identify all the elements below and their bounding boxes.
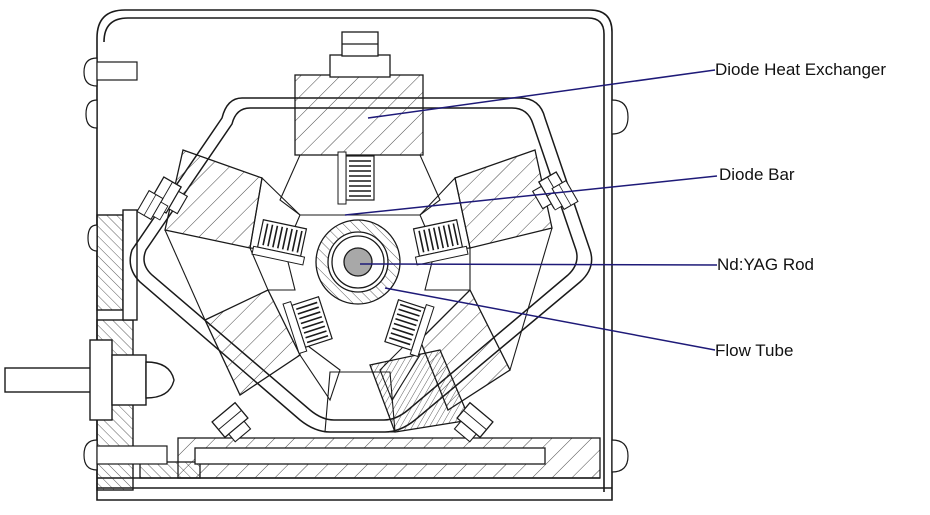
- bottom-plate: [139, 437, 601, 479]
- heat-exchanger-blocks: [164, 31, 553, 433]
- leader-line-flow-tube: [384, 287, 716, 351]
- label-diode-bar: Diode Bar: [719, 165, 795, 184]
- label-nd-yag-rod: Nd:YAG Rod: [717, 255, 815, 274]
- housing-screws-left: [83, 57, 168, 471]
- housing-screws-right: [611, 99, 629, 473]
- leader-line-diode-heat-exchanger: [367, 69, 716, 119]
- inner-cells: [164, 154, 553, 433]
- label-flow-tube: Flow Tube: [715, 341, 794, 360]
- label-diode-heat-exchanger: Diode Heat Exchanger: [715, 60, 887, 79]
- leader-line-nd-yag-rod: [359, 263, 718, 266]
- nd-yag-rod: [343, 247, 373, 277]
- leader-lines: [344, 69, 718, 351]
- leader-line-diode-bar: [344, 175, 718, 216]
- left-shaft: [4, 339, 175, 421]
